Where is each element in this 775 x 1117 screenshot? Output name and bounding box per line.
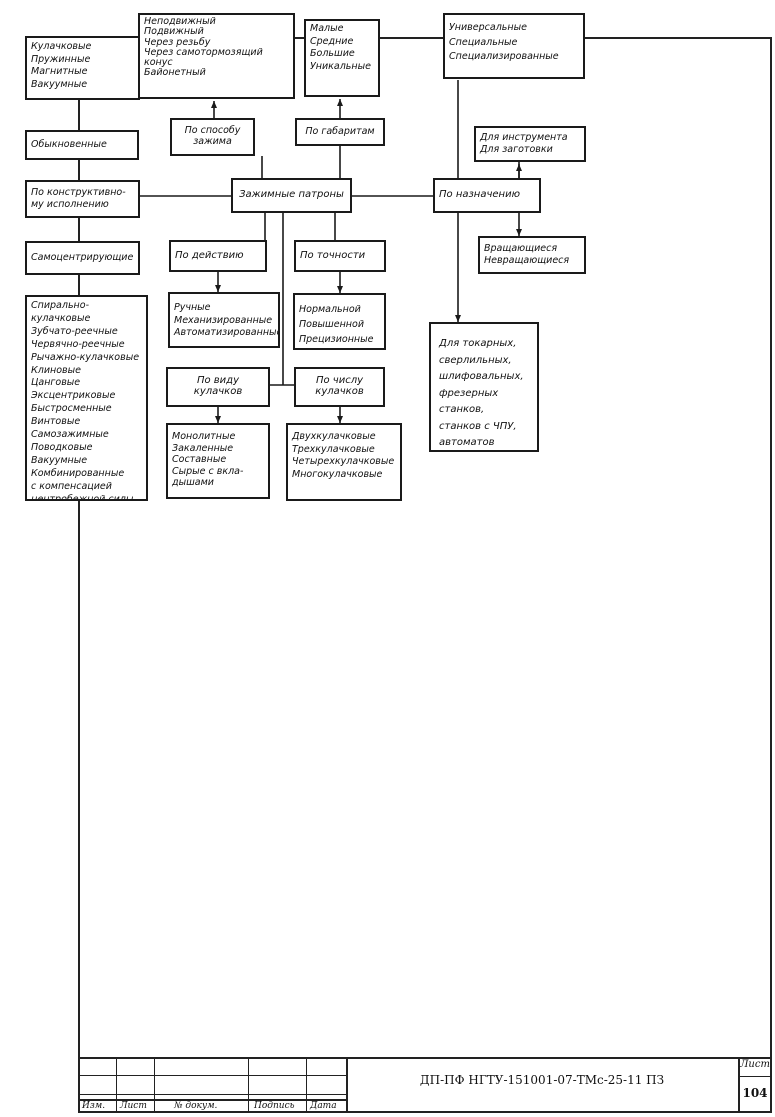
stamp-row-line-2	[78, 1094, 346, 1095]
box-design-selfcentering: Самоцентрирующие	[25, 241, 140, 275]
stamp-col-6	[738, 1057, 740, 1113]
box-purpose-rotating: Вращающиеся Невращающиеся	[478, 236, 586, 274]
box-design-ordinary: Обыкновенные	[25, 130, 139, 160]
stamp-col-date: Дата	[310, 1101, 337, 1111]
stamp-row-line-1	[78, 1075, 346, 1076]
stamp-col-doc: № докум.	[174, 1101, 218, 1111]
box-purpose-tool: Для инструмента Для заготовки	[474, 126, 586, 162]
sheet-label: Лист	[740, 1059, 770, 1070]
stamp-col-5	[346, 1057, 348, 1113]
box-by-camtype: По виду кулачков	[166, 367, 270, 407]
box-by-accuracy: По точности	[294, 240, 386, 272]
box-accuracy-list: Нормальной Повышенной Прецизионные	[293, 293, 386, 350]
stamp-sheet-divider	[738, 1076, 772, 1077]
stamp-col-3	[248, 1057, 249, 1113]
box-by-size: По габаритам	[295, 118, 385, 146]
stamp-col-sign: Подпись	[254, 1101, 295, 1111]
stamp-col-izm: Изм.	[82, 1101, 106, 1111]
box-design-cams: Кулачковые Пружинные Магнитные Вакуумные	[25, 36, 140, 100]
document-code: ДП-ПФ НГТУ-151001-07-ТМс-25-11 ПЗ	[419, 1073, 665, 1087]
box-by-design: По конструктивно- му исполнению	[25, 180, 140, 218]
box-design-list: Спирально-кулачковые Зубчато-реечные Чер…	[25, 295, 148, 501]
box-purpose-machines: Для токарных, сверлильных, шлифовальных,…	[429, 322, 539, 452]
box-camcount-list: Двухкулачковые Трехкулачковые Четырехкул…	[286, 423, 402, 501]
stamp-col-1	[116, 1057, 117, 1113]
box-clamping-list: Неподвижный Подвижный Через резьбу Через…	[138, 13, 295, 99]
box-by-clamping: По способу зажима	[170, 118, 255, 156]
title-block: Изм. Лист № докум. Подпись Дата ДП-ПФ НГ…	[78, 1057, 772, 1113]
box-size-list: Малые Средние Большие Уникальные	[304, 19, 380, 97]
sheet-number: 104	[742, 1086, 768, 1100]
box-by-camcount: По числу кулачков	[294, 367, 385, 407]
box-by-purpose: По назначению	[433, 178, 541, 213]
stamp-col-list: Лист	[120, 1101, 147, 1111]
stamp-col-4	[306, 1057, 307, 1113]
stamp-row-line-3	[78, 1099, 346, 1101]
box-by-action: По действию	[169, 240, 267, 272]
stamp-col-2	[154, 1057, 155, 1113]
box-action-list: Ручные Механизированные Автоматизированн…	[168, 292, 280, 348]
box-purpose-universal: Универсальные Специальные Специализирова…	[443, 13, 585, 79]
box-root-chucks: Зажимные патроны	[231, 178, 352, 213]
box-camtype-list: Монолитные Закаленные Составные Сырые с …	[166, 423, 270, 499]
drawing-frame	[78, 37, 772, 1113]
stamp-top-line	[78, 1057, 772, 1059]
